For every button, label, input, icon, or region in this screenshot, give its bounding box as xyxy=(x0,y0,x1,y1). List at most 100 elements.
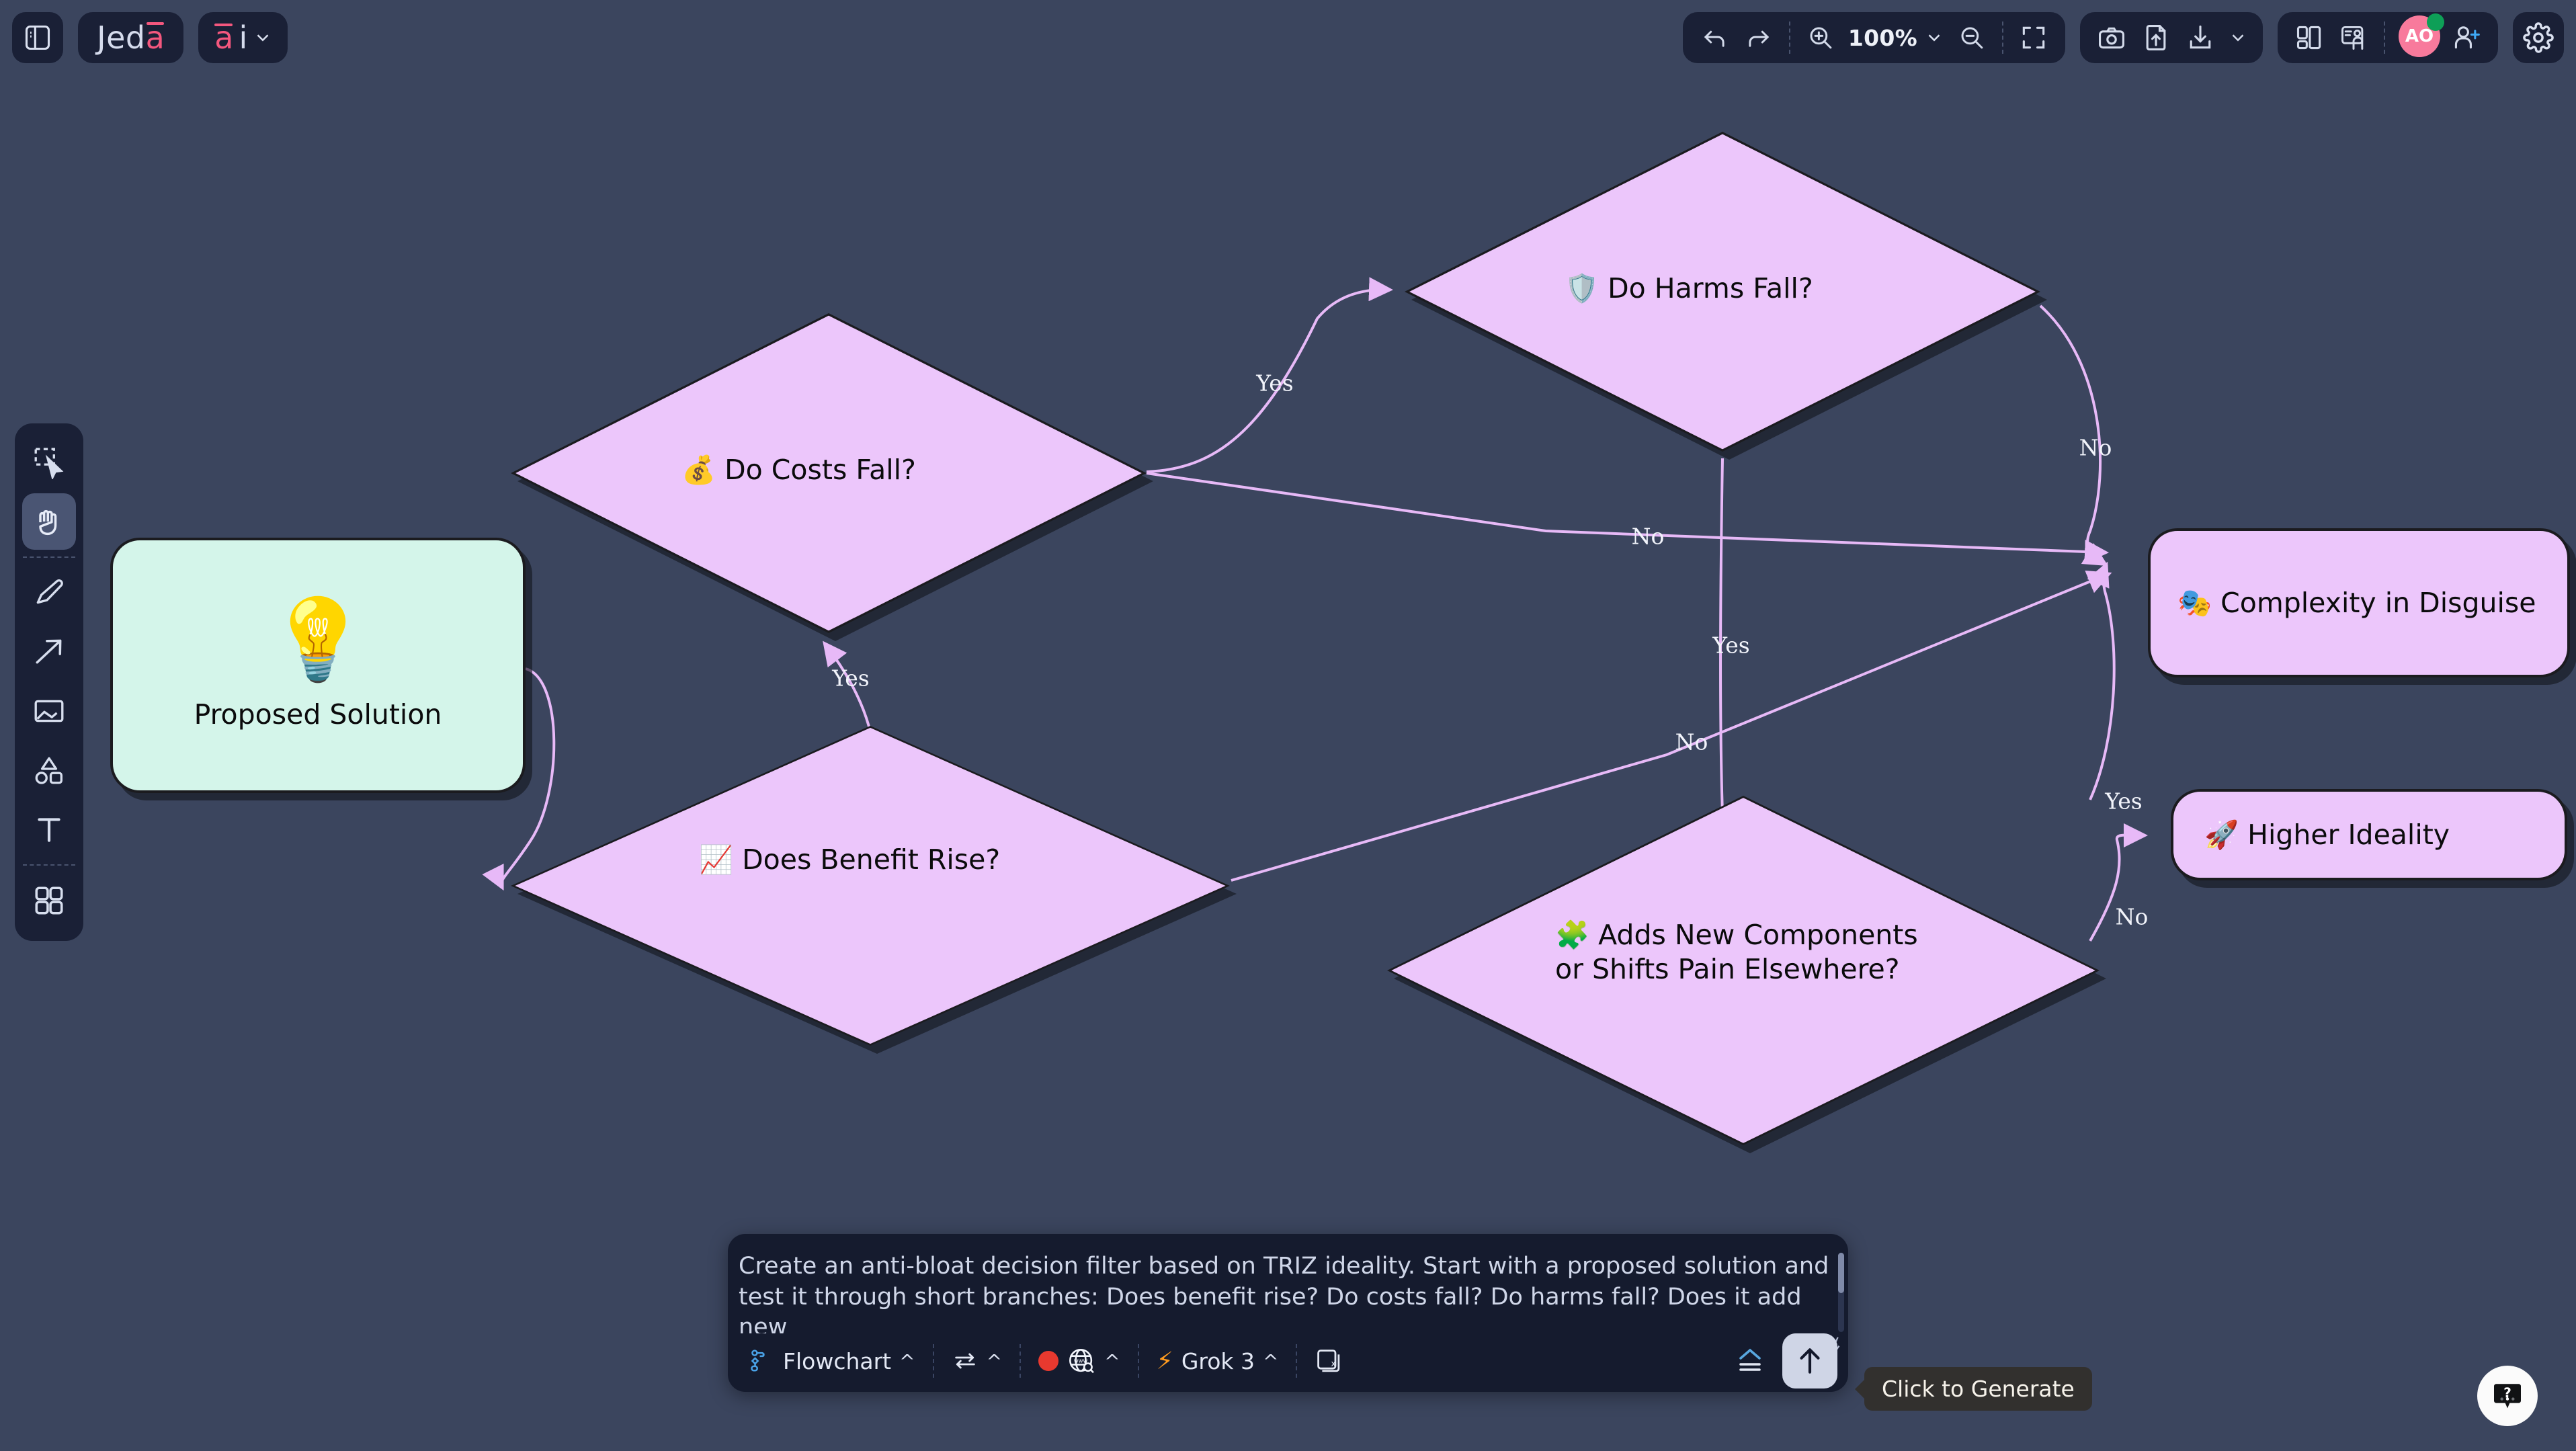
node-proposed-solution[interactable]: 💡 Proposed Solution xyxy=(110,538,526,793)
direction-selector[interactable]: ^ xyxy=(941,1340,1013,1382)
collapse-icon xyxy=(1739,1348,1761,1371)
chevron-down-icon xyxy=(2232,34,2244,42)
avatar[interactable]: AO xyxy=(2399,13,2444,60)
image-tool-button[interactable] xyxy=(22,683,76,739)
undo-button[interactable] xyxy=(1694,17,1735,58)
node-label: Higher Ideality xyxy=(2247,818,2450,851)
arrow-tool-button[interactable] xyxy=(22,624,76,680)
generate-tooltip: Click to Generate xyxy=(1864,1367,2092,1411)
layout-panels-icon xyxy=(2296,26,2321,50)
node-text: 📈 Does Benefit Rise? xyxy=(699,843,1035,877)
node-complexity-in-disguise[interactable]: 🎭 Complexity in Disguise xyxy=(2148,528,2570,677)
model-label: Grok 3 xyxy=(1181,1348,1255,1374)
prompt-panel: Create an anti-bloat decision filter bas… xyxy=(728,1234,1848,1392)
chevron-up-icon: ^ xyxy=(986,1350,1003,1372)
pencil-tool-button[interactable] xyxy=(22,565,76,621)
puzzle-piece-icon: 🧩 xyxy=(1555,919,1590,951)
node-higher-ideality[interactable]: 🚀 Higher Ideality xyxy=(2171,789,2567,880)
history-zoom-group: 100% xyxy=(1682,12,2065,63)
prompt-input[interactable]: Create an anti-bloat decision filter bas… xyxy=(739,1253,1829,1333)
node-text: 🛡️ Do Harms Fall? xyxy=(1565,272,1968,306)
model-selector[interactable]: ⚡ Grok 3 ^ xyxy=(1146,1340,1290,1382)
help-question-icon: ? xyxy=(2494,1384,2521,1409)
generate-button[interactable] xyxy=(1782,1333,1837,1388)
node-label: Do Costs Fall? xyxy=(724,454,916,486)
zoom-level-value: 100% xyxy=(1847,24,1917,51)
templates-tool-button[interactable] xyxy=(22,872,76,929)
download-icon xyxy=(2190,25,2211,49)
svg-text:www: www xyxy=(1074,1358,1088,1364)
svg-text:?: ? xyxy=(2503,1385,2511,1401)
diagram-type-selector[interactable]: Flowchart ^ xyxy=(739,1340,926,1382)
language-selector[interactable]: www ^ xyxy=(1028,1340,1130,1382)
file-upload-icon xyxy=(2146,25,2166,50)
download-menu-button[interactable] xyxy=(2224,17,2252,58)
edge-label-no-newparts-ideality: No xyxy=(2115,903,2149,930)
sidebar-toggle-button[interactable] xyxy=(12,12,63,63)
node-do-costs-fall[interactable]: 💰 Do Costs Fall? xyxy=(511,313,1153,641)
hand-tool-button[interactable] xyxy=(22,493,76,550)
prompt-toolbar: Flowchart ^ ^ www xyxy=(728,1330,1848,1392)
brand-logo[interactable]: Jed a xyxy=(78,12,184,63)
chevron-up-icon: ^ xyxy=(1104,1350,1120,1372)
image-icon xyxy=(34,700,64,722)
fit-screen-button[interactable] xyxy=(2013,17,2054,58)
node-label: Do Harms Fall? xyxy=(1608,272,1813,304)
text-tool-button[interactable] xyxy=(22,801,76,858)
divider xyxy=(1788,22,1790,54)
prompt-scrollbar[interactable] xyxy=(1838,1253,1844,1332)
chevron-up-icon: ^ xyxy=(1263,1350,1279,1372)
select-tool-button[interactable] xyxy=(22,434,76,491)
node-do-harms-fall[interactable]: 🛡️ Do Harms Fall? xyxy=(1405,132,2047,460)
language-flag-icon xyxy=(1038,1348,1059,1374)
scrollbar-thumb[interactable] xyxy=(1838,1253,1844,1293)
toolbar-divider xyxy=(23,864,75,866)
collab-group: AO xyxy=(2278,12,2498,63)
present-button[interactable] xyxy=(2333,17,2374,58)
ai-menu-button[interactable]: a i xyxy=(198,12,288,63)
node-label: Proposed Solution xyxy=(194,698,442,731)
shapes-tool-button[interactable] xyxy=(22,742,76,798)
shield-icon: 🛡️ xyxy=(1565,272,1599,304)
node-label: Does Benefit Rise? xyxy=(742,843,1001,876)
redo-icon xyxy=(1749,30,1770,47)
diagram-type-label: Flowchart xyxy=(783,1348,892,1374)
download-button[interactable] xyxy=(2179,17,2221,58)
node-text: 🧩 Adds New Components or Shifts Pain Els… xyxy=(1555,918,1952,987)
attach-button[interactable]: x xyxy=(1304,1340,1354,1382)
edge-label-no-harms-complex: No xyxy=(2079,434,2112,461)
text-icon xyxy=(38,818,60,842)
zoom-level-selector[interactable]: 100% xyxy=(1844,25,1948,51)
node-label: Adds New Components or Shifts Pain Elsew… xyxy=(1555,919,1918,985)
invite-button[interactable] xyxy=(2446,17,2487,58)
node-adds-new-components[interactable]: 🧩 Adds New Components or Shifts Pain Els… xyxy=(1387,796,2106,1153)
add-person-icon xyxy=(2454,26,2480,49)
undo-icon xyxy=(1704,30,1725,47)
chevron-down-icon xyxy=(1928,34,1940,42)
edge-label-yes-newparts-complex: Yes xyxy=(2105,788,2143,815)
collapse-button[interactable] xyxy=(1723,1340,1777,1382)
svg-text:x: x xyxy=(1331,1359,1336,1368)
flowchart-icon xyxy=(751,1350,765,1372)
left-toolbar xyxy=(15,423,83,941)
zoom-in-button[interactable] xyxy=(1800,17,1841,58)
node-text: 🚀 Higher Ideality xyxy=(2204,818,2450,852)
redo-button[interactable] xyxy=(1738,17,1780,58)
node-does-benefit-rise[interactable]: 📈 Does Benefit Rise? xyxy=(511,726,1237,1054)
node-text: 🎭 Complexity in Disguise xyxy=(2177,586,2536,620)
zoom-out-button[interactable] xyxy=(1951,17,1993,58)
grid-icon xyxy=(35,886,63,915)
chevron-down-icon xyxy=(257,34,269,42)
zoom-out-icon xyxy=(1961,27,1983,49)
ai-label-i: i xyxy=(239,19,248,56)
topbar-left: Jed a a i xyxy=(12,12,288,63)
layout-button[interactable] xyxy=(2288,17,2330,58)
topbar-right: 100% xyxy=(1682,12,2564,63)
settings-button[interactable] xyxy=(2513,12,2564,63)
lightbulb-icon: 💡 xyxy=(268,592,368,686)
upload-button[interactable] xyxy=(2135,17,2177,58)
select-cursor-icon xyxy=(34,448,64,479)
help-button[interactable]: ? xyxy=(2477,1366,2538,1426)
screenshot-button[interactable] xyxy=(2091,17,2132,58)
